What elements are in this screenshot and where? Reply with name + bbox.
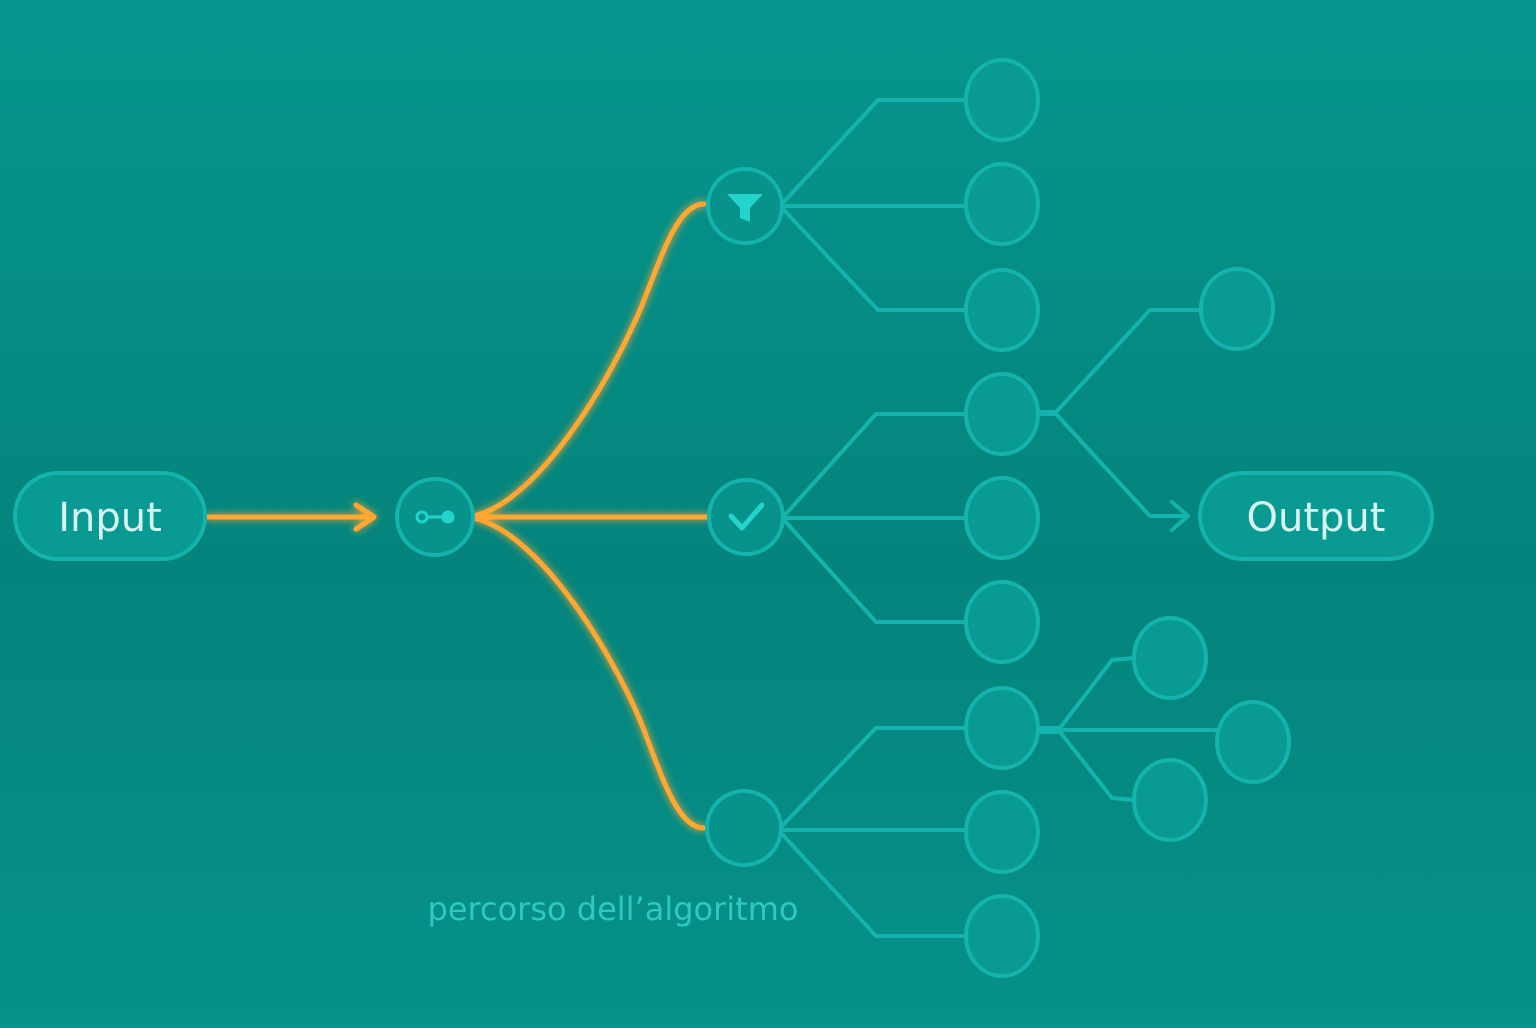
leaf-node bbox=[964, 790, 1040, 874]
highlighted-path bbox=[205, 201, 711, 831]
branch-connectors bbox=[780, 98, 1218, 938]
input-node: Input bbox=[13, 471, 207, 561]
branch-icon bbox=[415, 510, 455, 524]
check-node bbox=[707, 478, 785, 556]
output-node: Output bbox=[1198, 471, 1434, 561]
leaf-node bbox=[1132, 758, 1208, 842]
leaf-node bbox=[1215, 700, 1291, 784]
leaf-node bbox=[964, 162, 1040, 246]
split-node bbox=[395, 477, 475, 557]
bottom-node bbox=[705, 789, 783, 867]
diagram-caption: percorso dell’algoritmo bbox=[428, 890, 799, 928]
input-label: Input bbox=[58, 495, 162, 541]
leaf-node bbox=[1132, 616, 1208, 700]
leaf-node bbox=[964, 372, 1040, 456]
filter-icon bbox=[727, 194, 763, 222]
filter-node bbox=[706, 167, 784, 245]
check-icon bbox=[728, 502, 765, 531]
leaf-node bbox=[964, 58, 1040, 142]
leaf-node bbox=[964, 894, 1040, 978]
leaf-node bbox=[964, 476, 1040, 560]
leaf-node bbox=[964, 686, 1040, 770]
leaf-node bbox=[964, 580, 1040, 664]
leaf-nodes bbox=[964, 58, 1291, 978]
leaf-node bbox=[1199, 267, 1275, 351]
output-label: Output bbox=[1247, 495, 1386, 541]
leaf-node bbox=[964, 268, 1040, 352]
